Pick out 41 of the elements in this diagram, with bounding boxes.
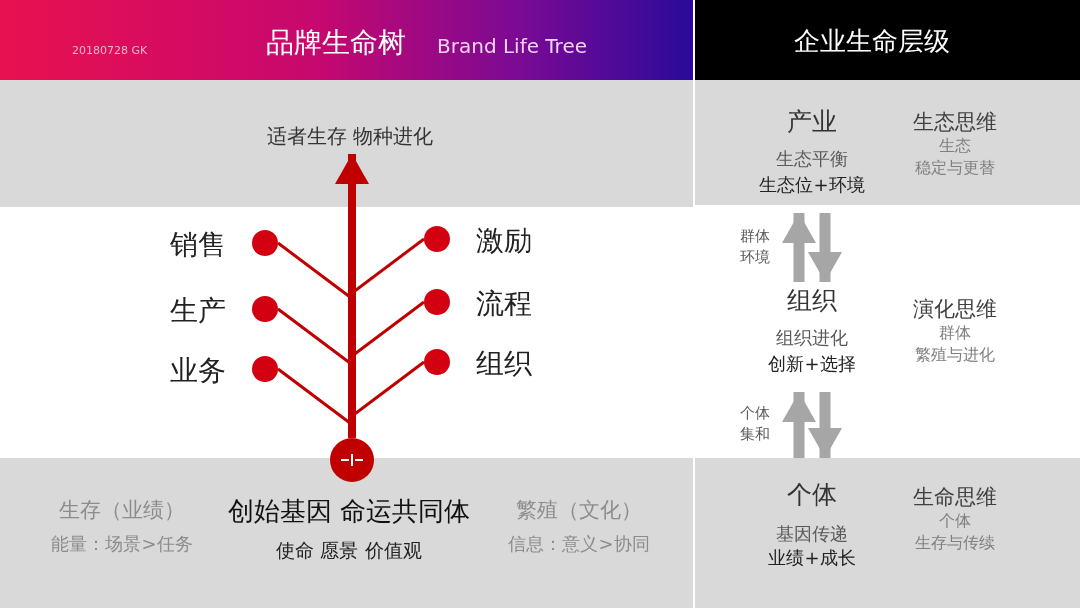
level-note: 生态平衡 — [776, 147, 848, 171]
thinking-note: 生存与传续 — [915, 533, 995, 554]
column-heading: 生存（业绩） — [59, 497, 185, 524]
branch-label: 激励 — [476, 223, 532, 259]
thinking-note: 生态 — [939, 136, 971, 157]
arrow — [808, 392, 842, 458]
arrow — [782, 392, 816, 458]
column-heading: 繁殖（文化） — [516, 497, 642, 524]
thinking-note: 群体 — [939, 323, 971, 344]
subtitle: Brand Life Tree — [437, 34, 587, 58]
center-note: 使命 愿景 价值观 — [276, 538, 422, 563]
thinking-heading: 演化思维 — [913, 296, 997, 323]
goal-text: 适者生存 物种进化 — [230, 118, 470, 154]
thinking-note: 稳定与更替 — [915, 158, 995, 179]
level-heading: 产业 — [787, 106, 837, 138]
arrow — [808, 213, 842, 282]
level-heading: 组织 — [787, 285, 837, 317]
branch-label: 流程 — [476, 286, 532, 322]
date-note: 20180728 GK — [72, 44, 148, 57]
level-formula: 创新+选择 — [768, 352, 856, 376]
thinking-heading: 生态思维 — [913, 109, 997, 136]
thinking-note: 个体 — [939, 511, 971, 532]
thinking-note: 繁殖与进化 — [915, 345, 995, 366]
column-note: 能量：场景>任务 — [51, 532, 193, 556]
level-heading: 个体 — [787, 479, 837, 511]
thinking-heading: 生命思维 — [913, 484, 997, 511]
level-note: 基因传递 — [776, 522, 848, 546]
level-formula: 业绩+成长 — [768, 546, 856, 570]
branch-label: 生产 — [170, 293, 226, 329]
branch-label: 组织 — [476, 346, 532, 382]
level-formula: 生态位+环境 — [759, 173, 865, 197]
level-note: 组织进化 — [776, 326, 848, 350]
title: 品牌生命树 — [266, 25, 406, 61]
center-heading: 创始基因 命运共同体 — [227, 495, 471, 528]
arrow — [335, 154, 369, 438]
branch-label: 业务 — [170, 353, 226, 389]
column-note: 信息：意义>协同 — [508, 532, 650, 556]
arrow — [782, 213, 816, 282]
root-circle — [330, 438, 374, 482]
section-heading: 企业生命层级 — [794, 25, 950, 58]
branch-label: 销售 — [170, 227, 226, 263]
